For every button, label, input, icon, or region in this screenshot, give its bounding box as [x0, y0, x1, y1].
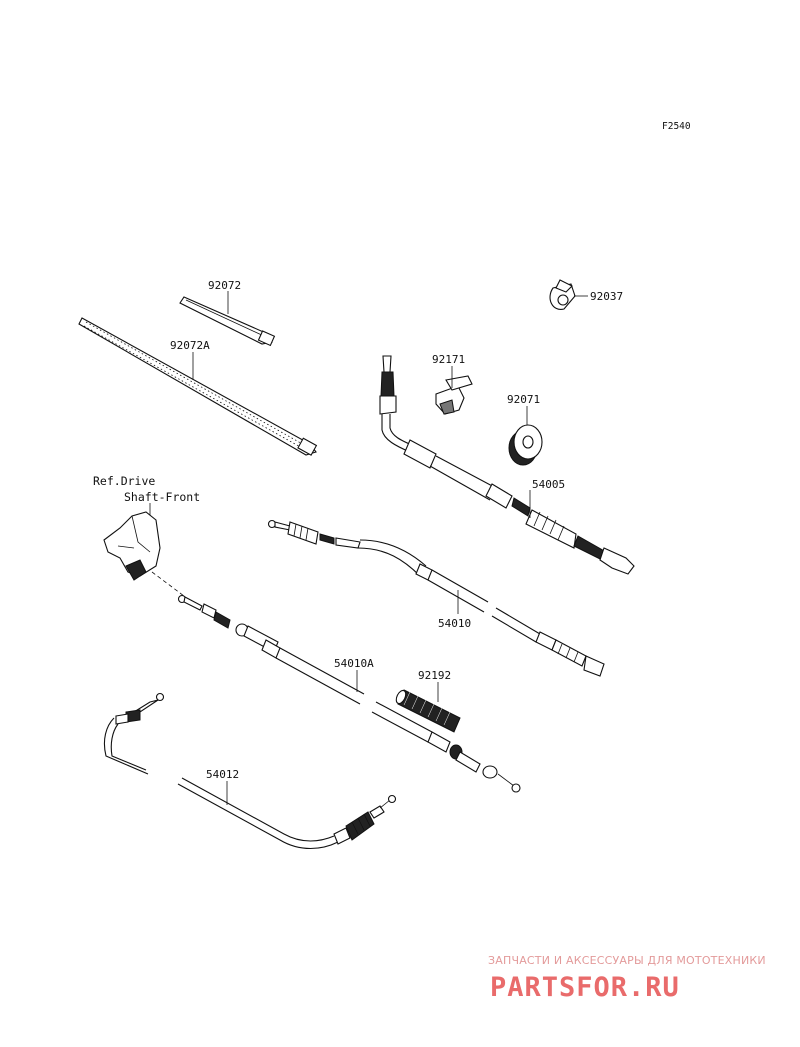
tube-92192: [395, 689, 461, 733]
watermark: ЗАПЧАСТИ И АКСЕССУАРЫ ДЛЯ МОТОТЕХНИКИ PA…: [488, 954, 766, 1003]
grommet-92071: [508, 424, 543, 466]
label-92071: 92071: [507, 393, 540, 406]
cable-54012: [103, 692, 397, 850]
label-92171: 92171: [432, 353, 465, 366]
label-92072A: 92072A: [170, 339, 210, 352]
clamp-92037: [549, 279, 576, 310]
label-54010: 54010: [438, 617, 471, 630]
cable-54005: [379, 355, 635, 575]
drive-shaft-bracket: [103, 511, 161, 581]
label-54012: 54012: [206, 768, 239, 781]
cable-54010A: [177, 594, 521, 793]
cable-tie-short: [179, 296, 276, 347]
label-92192: 92192: [418, 669, 451, 682]
label-54005: 54005: [532, 478, 565, 491]
cable-54010: [267, 519, 605, 677]
cable-tie-long: [78, 317, 318, 456]
diagram-code: F2540: [662, 121, 691, 132]
label-54010A: 54010A: [334, 657, 374, 670]
watermark-tagline: ЗАПЧАСТИ И АКСЕССУАРЫ ДЛЯ МОТОТЕХНИКИ: [488, 954, 766, 967]
reference-line-2: Shaft-Front: [124, 490, 200, 504]
clip-92171: [435, 375, 473, 415]
label-92037: 92037: [590, 290, 623, 303]
reference-line-1: Ref.Drive: [93, 474, 155, 488]
label-92072: 92072: [208, 279, 241, 292]
watermark-logo: PARTSFOR.RU: [490, 972, 680, 1003]
dashed-connector: [151, 571, 185, 597]
